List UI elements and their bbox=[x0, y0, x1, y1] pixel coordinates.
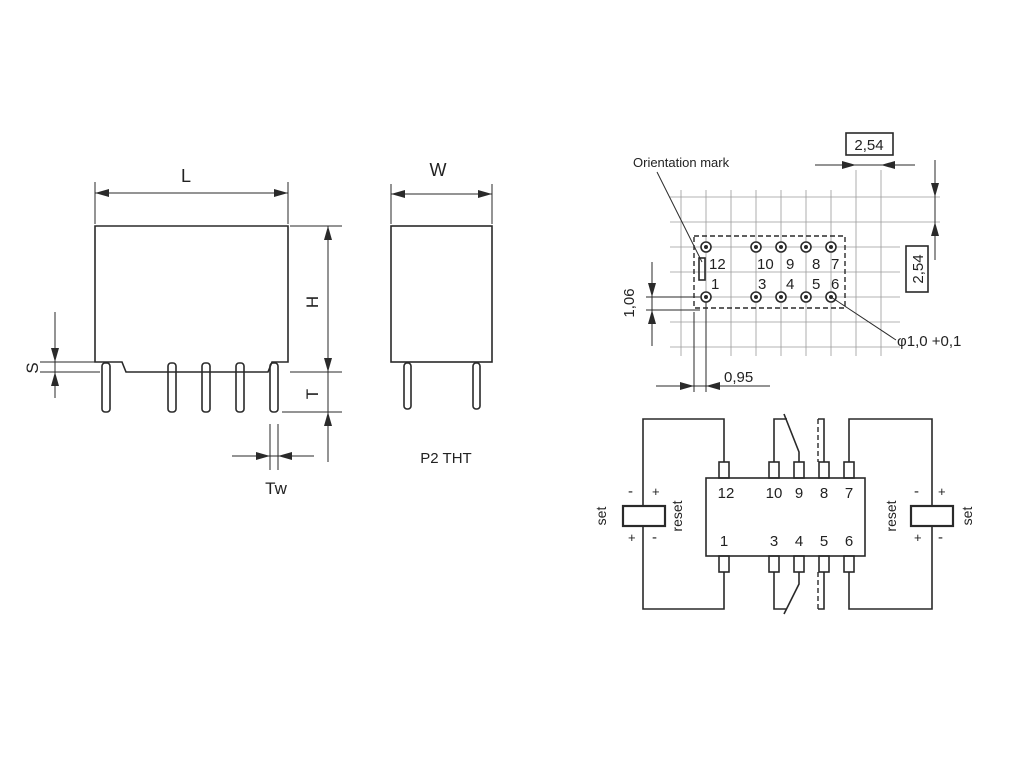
pad-number-4: 4 bbox=[786, 276, 794, 293]
pad-number-7: 7 bbox=[831, 256, 839, 273]
schematic-pin-7: 7 bbox=[845, 485, 853, 502]
left-coil-plus-top: + bbox=[652, 484, 660, 499]
pitch-x-label: 2,54 bbox=[854, 137, 883, 154]
schematic-relay-body bbox=[705, 477, 866, 557]
hole-diameter-label: φ1,0 +0,1 bbox=[897, 333, 961, 350]
pad-number-6: 6 bbox=[831, 276, 839, 293]
bottom-switch-contacts bbox=[773, 572, 825, 615]
right-coil-reset-label: reset bbox=[883, 500, 899, 531]
schematic-pin-6: 6 bbox=[845, 533, 853, 550]
right-coil-minus-bottom: - bbox=[938, 529, 943, 546]
left-coil-minus: - bbox=[628, 483, 633, 500]
schematic-pin-12: 12 bbox=[718, 485, 735, 502]
pad-number-10: 10 bbox=[757, 256, 774, 273]
left-coil-minus-bottom: - bbox=[652, 529, 657, 546]
front-pins bbox=[101, 362, 279, 413]
pitch-y-box bbox=[905, 245, 929, 293]
dim-106-label: 1,06 bbox=[621, 288, 638, 317]
pitch-y-label: 2,54 bbox=[910, 254, 927, 283]
relay-schematic: 12 10 9 8 7 1 3 4 5 6 - + + - set reset … bbox=[593, 413, 975, 615]
pad-number-3: 3 bbox=[758, 276, 766, 293]
schematic-pin-4: 4 bbox=[795, 533, 803, 550]
pad-number-12: 12 bbox=[709, 256, 726, 273]
left-coil-circuit: - + + - set reset bbox=[593, 418, 725, 610]
schematic-pin-8: 8 bbox=[820, 485, 828, 502]
l-label: L bbox=[181, 166, 191, 186]
t-label: T bbox=[303, 389, 322, 399]
schematic-pin-5: 5 bbox=[820, 533, 828, 550]
footprint-outline bbox=[693, 235, 846, 309]
w-label: W bbox=[430, 160, 447, 180]
package-label: P2 THT bbox=[420, 450, 471, 467]
left-coil-reset-label: reset bbox=[669, 500, 685, 531]
left-coil-plus-bottom: + bbox=[628, 530, 636, 545]
front-view: L H T S Tw bbox=[23, 166, 342, 498]
pcb-footprint: Orientation mark 12 10 9 8 7 1 3 4 5 6 2… bbox=[621, 132, 961, 392]
pad-number-1: 1 bbox=[711, 276, 719, 293]
right-coil-plus-bottom: + bbox=[914, 530, 922, 545]
right-coil-circuit: - + + - reset set bbox=[848, 418, 975, 610]
s-label: S bbox=[23, 362, 42, 373]
orientation-mark bbox=[698, 257, 706, 281]
footprint-holes bbox=[700, 241, 837, 303]
dim-095-label: 0,95 bbox=[724, 369, 753, 386]
right-coil-plus-top: + bbox=[938, 484, 946, 499]
right-coil bbox=[909, 504, 955, 528]
orientation-label: Orientation mark bbox=[633, 155, 730, 170]
right-coil-minus: - bbox=[914, 483, 919, 500]
pitch-x-box bbox=[845, 132, 894, 156]
side-view: W P2 THT bbox=[390, 160, 493, 467]
left-coil bbox=[621, 504, 667, 528]
right-coil-set-label: set bbox=[959, 507, 975, 526]
pad-number-8: 8 bbox=[812, 256, 820, 273]
schematic-pin-9: 9 bbox=[795, 485, 803, 502]
pad-number-5: 5 bbox=[812, 276, 820, 293]
schematic-pin-10: 10 bbox=[766, 485, 783, 502]
h-label: H bbox=[303, 296, 322, 308]
pad-number-9: 9 bbox=[786, 256, 794, 273]
schematic-pin-1: 1 bbox=[720, 533, 728, 550]
relay-body-front bbox=[94, 225, 289, 373]
tw-label: Tw bbox=[265, 479, 287, 498]
schematic-pin-3: 3 bbox=[770, 533, 778, 550]
left-coil-set-label: set bbox=[593, 507, 609, 526]
top-switch-contacts bbox=[773, 413, 825, 462]
relay-body-side bbox=[390, 225, 493, 363]
